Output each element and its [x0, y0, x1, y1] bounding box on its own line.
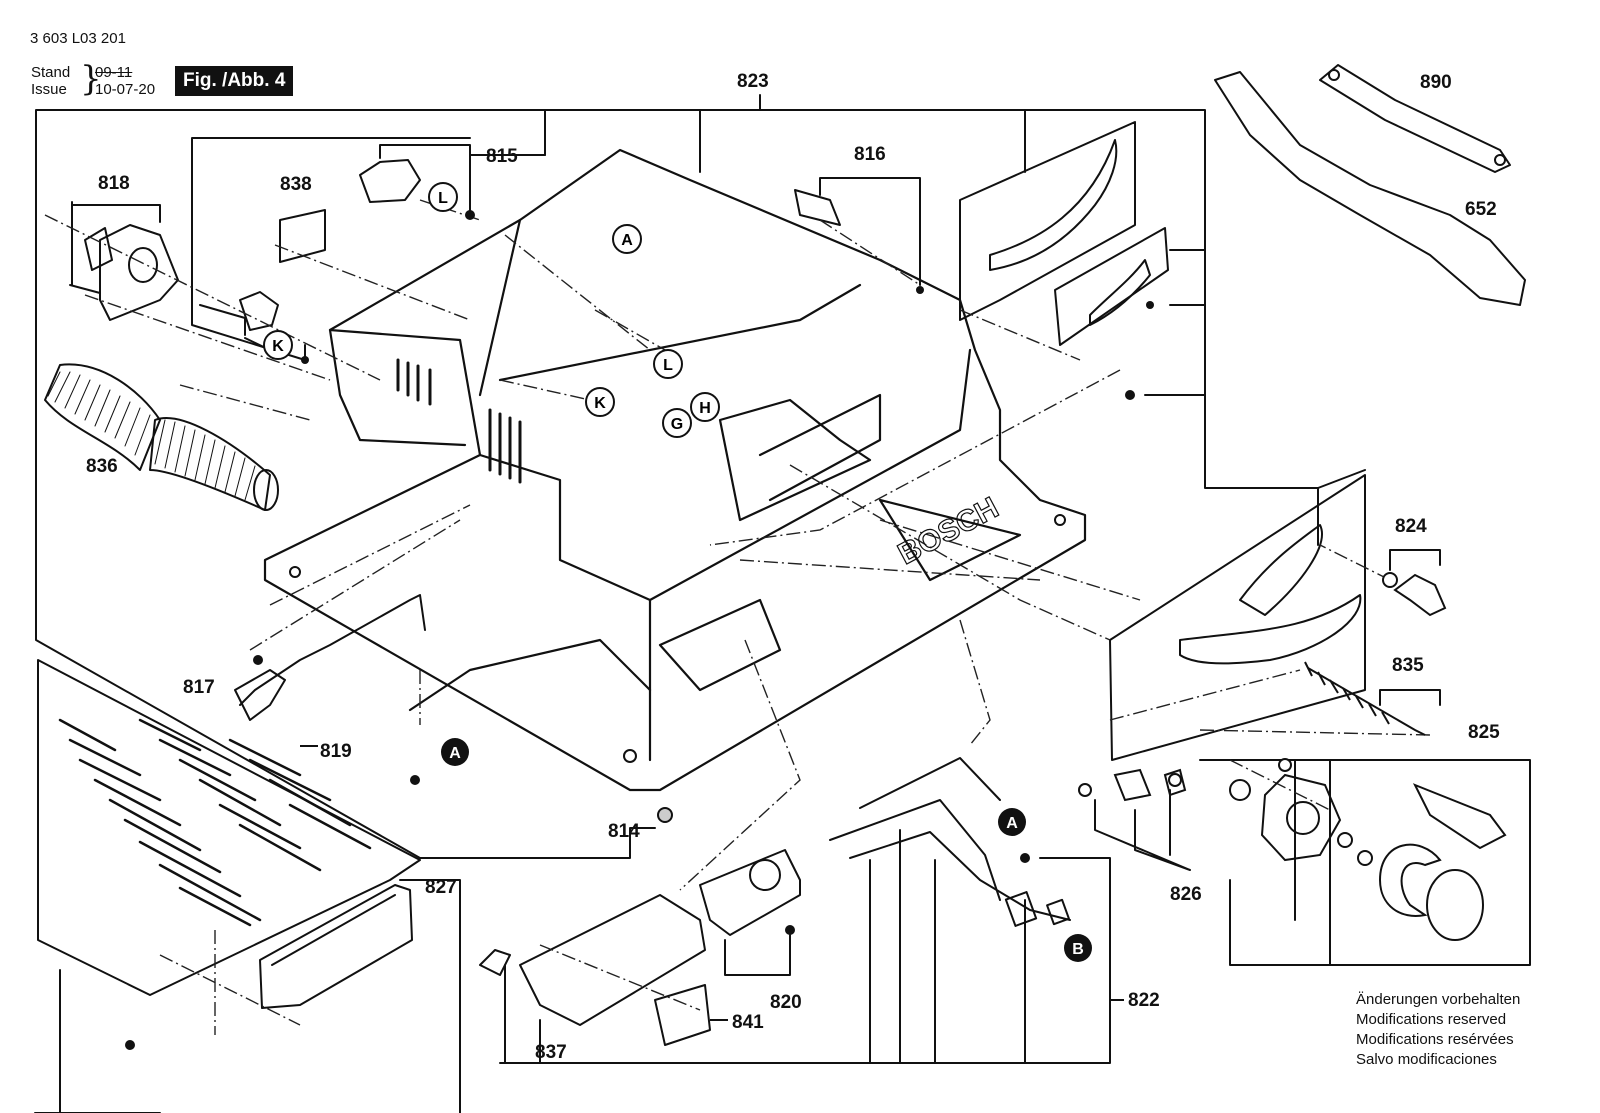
part-652 — [1214, 71, 1526, 306]
figure-label: Fig. /Abb. 4 — [175, 66, 294, 96]
ref-marker-h: H — [699, 400, 711, 417]
ref-marker-g: G — [671, 416, 683, 433]
issue-value: 10-07-20 — [95, 81, 156, 98]
note-line: Salvo modificaciones — [1356, 1051, 1497, 1068]
document-number: 3 603 L03 201 — [30, 30, 126, 47]
ref-marker-k-clip: K — [272, 338, 284, 355]
part-837-switch-box — [519, 894, 706, 1026]
table-insert-plate — [37, 659, 421, 996]
part-label-838: 838 — [280, 174, 312, 195]
part-label-824: 824 — [1395, 516, 1427, 537]
part-890 — [1319, 64, 1511, 173]
note-line: Änderungen vorbehalten — [1356, 991, 1521, 1008]
part-827-cover — [259, 884, 413, 1009]
bracket-823 — [35, 109, 1319, 859]
part-label-822: 822 — [1128, 990, 1160, 1011]
ref-marker-a-cable: A — [449, 745, 461, 762]
part-label-816: 816 — [854, 144, 886, 165]
brand-embossing: BOSCH — [893, 491, 1004, 571]
issue-label: Issue — [31, 81, 67, 98]
part-label-827: 827 — [425, 877, 457, 898]
ref-marker-k-housing: K — [594, 395, 606, 412]
part-label-837: 837 — [535, 1042, 567, 1063]
part-820-switch — [699, 849, 801, 936]
ref-marker-b: B — [1072, 941, 1084, 958]
part-label-823: 823 — [737, 71, 769, 92]
side-plate-large — [1109, 474, 1366, 761]
ref-marker-l-clip: L — [438, 190, 448, 207]
brace-glyph: } — [80, 59, 102, 99]
part-label-825: 825 — [1468, 722, 1500, 743]
part-label-818: 818 — [98, 173, 130, 194]
part-label-826: 826 — [1170, 884, 1202, 905]
part-label-817: 817 — [183, 677, 215, 698]
note-line: Modifications reserved — [1356, 1011, 1507, 1028]
blade-guard-plate — [959, 121, 1136, 321]
part-label-835: 835 — [1392, 655, 1424, 676]
stand-label: Stand — [31, 64, 71, 81]
ref-marker-a-housing: A — [621, 232, 633, 249]
part-label-820: 820 — [770, 992, 802, 1013]
part-825-nut — [1260, 773, 1342, 862]
part-label-819: 819 — [320, 741, 352, 762]
ref-marker-a-wiring: A — [1006, 815, 1018, 832]
part-label-815: 815 — [486, 146, 518, 167]
part-label-890: 890 — [1420, 72, 1452, 93]
saw-table-base — [263, 148, 1087, 792]
part-label-652: 652 — [1465, 199, 1497, 220]
stand-value: 09-11 — [95, 64, 133, 81]
ref-marker-l-housing: L — [663, 357, 673, 374]
part-label-814: 814 — [608, 821, 640, 842]
part-818 — [99, 224, 179, 321]
part-838 — [279, 209, 326, 263]
note-line: Modifications resérvées — [1356, 1031, 1514, 1048]
part-label-841: 841 — [732, 1012, 764, 1033]
part-label-836: 836 — [86, 456, 118, 477]
modification-notes: Änderungen vorbehalten Modifications res… — [1356, 990, 1520, 1070]
part-836-hose — [44, 363, 279, 511]
